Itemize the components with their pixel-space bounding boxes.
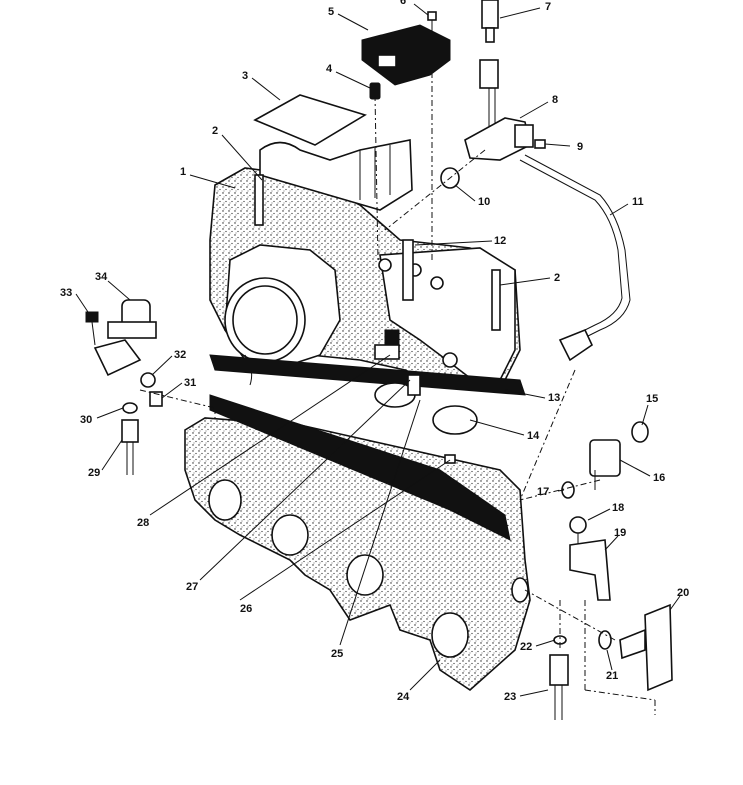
callout-9: 9 bbox=[577, 141, 583, 153]
callout-18: 18 bbox=[612, 502, 624, 514]
washer-30 bbox=[122, 402, 138, 414]
gasket-27 bbox=[209, 394, 511, 541]
sensor-23 bbox=[549, 654, 569, 720]
callout-30: 30 bbox=[80, 414, 92, 426]
callout-5: 5 bbox=[328, 6, 334, 18]
stud-2-left bbox=[254, 174, 264, 226]
bolt-25-26 bbox=[407, 374, 456, 464]
callout-23: 23 bbox=[504, 691, 516, 703]
callout-26: 26 bbox=[240, 603, 252, 615]
sender-16 bbox=[589, 439, 621, 490]
callout-24: 24 bbox=[397, 691, 410, 703]
callout-21: 21 bbox=[606, 670, 618, 682]
fuel-pipe-11 bbox=[519, 154, 631, 362]
stud-12 bbox=[402, 239, 414, 301]
bracket-19 bbox=[569, 539, 611, 601]
callout-10: 10 bbox=[478, 196, 490, 208]
callout-3: 3 bbox=[242, 70, 248, 82]
callout-29: 29 bbox=[88, 467, 100, 479]
seal-31 bbox=[149, 391, 163, 407]
leader-lines bbox=[75, 3, 681, 697]
callout-33: 33 bbox=[60, 287, 72, 299]
callout-14: 14 bbox=[527, 430, 540, 442]
sensor-29 bbox=[121, 419, 139, 475]
callout-13: 13 bbox=[548, 392, 560, 404]
tps-sensor-28 bbox=[374, 329, 400, 360]
fitting-20 bbox=[619, 603, 673, 692]
callout-15: 15 bbox=[646, 393, 658, 405]
fuel-pressure-regulator-34 bbox=[93, 299, 157, 377]
callout-2b: 2 bbox=[554, 272, 560, 284]
callout-25: 25 bbox=[331, 648, 343, 660]
fuel-fitting-7 bbox=[479, 0, 499, 130]
bolt-9 bbox=[534, 139, 546, 149]
callout-17: 17 bbox=[537, 486, 549, 498]
callout-4: 4 bbox=[326, 63, 333, 75]
callout-28: 28 bbox=[137, 517, 149, 529]
callout-2a: 2 bbox=[212, 125, 218, 137]
stud-2-right bbox=[491, 269, 501, 331]
fitting-32 bbox=[140, 372, 156, 388]
callout-20: 20 bbox=[677, 587, 689, 599]
o-ring-21 bbox=[598, 630, 612, 650]
iac-valve-8 bbox=[464, 117, 534, 161]
callout-27: 27 bbox=[186, 581, 198, 593]
throttle-body bbox=[224, 244, 341, 386]
callout-labels: 1 2 2 3 4 5 6 7 8 9 10 11 12 13 14 15 16… bbox=[60, 0, 689, 703]
callout-7: 7 bbox=[545, 1, 551, 13]
callout-6: 6 bbox=[400, 0, 406, 7]
callout-32: 32 bbox=[174, 349, 186, 361]
callout-22: 22 bbox=[520, 641, 532, 653]
callout-31: 31 bbox=[184, 377, 196, 389]
gasket-13 bbox=[209, 354, 526, 435]
callout-1: 1 bbox=[180, 166, 186, 178]
callout-8: 8 bbox=[552, 94, 558, 106]
callout-16: 16 bbox=[653, 472, 665, 484]
alignment-lines bbox=[139, 30, 656, 715]
air-cover-3 bbox=[253, 94, 413, 211]
callout-12: 12 bbox=[494, 235, 506, 247]
o-ring-15 bbox=[631, 421, 649, 443]
callout-11: 11 bbox=[632, 196, 644, 208]
screw-33 bbox=[85, 311, 99, 346]
callout-19: 19 bbox=[614, 527, 626, 539]
callout-34: 34 bbox=[95, 271, 108, 283]
map-sensor-5 bbox=[361, 24, 451, 86]
